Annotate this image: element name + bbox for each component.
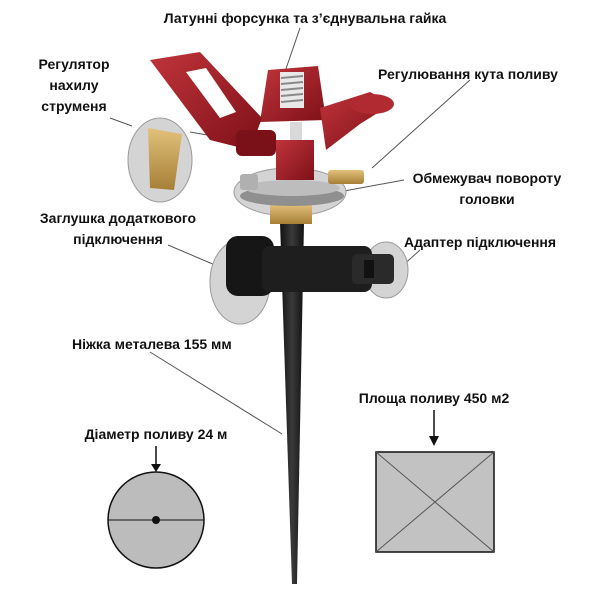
- diameter-center: [152, 516, 160, 524]
- label-angle: Регулювання кута поливу: [378, 66, 558, 82]
- label-plug: Заглушка додаткового підключення: [34, 208, 202, 250]
- spike-leg: [280, 222, 304, 584]
- label-limiter-line-2: головки: [459, 191, 515, 207]
- label-plug-line-2: підключення: [73, 231, 163, 247]
- tilt-plate: [148, 128, 182, 190]
- label-area: Площа поливу 450 м2: [358, 390, 510, 406]
- area-diagonal-2: [375, 451, 495, 553]
- leader-tilt: [109, 117, 133, 127]
- label-diameter: Діаметр поливу 24 м: [84, 426, 228, 442]
- label-tilt-line-2: нахилу: [49, 77, 99, 93]
- leader-angle: [371, 79, 471, 169]
- label-limiter: Обмежувач повороту головки: [402, 168, 572, 210]
- sprinkler-head: [150, 52, 394, 180]
- diameter-arrowhead: [151, 464, 161, 472]
- label-plug-line-1: Заглушка додаткового: [39, 210, 197, 226]
- connector-body: [226, 236, 394, 296]
- label-tilt-line-1: Регулятор: [38, 56, 110, 72]
- label-limiter-line-1: Обмежувач повороту: [412, 170, 562, 186]
- leader-lines: [109, 27, 471, 435]
- leader-leg: [149, 351, 283, 435]
- label-tilt: Регулятор нахилу струменя: [28, 54, 120, 117]
- label-nozzle: Латунні форсунка та з’єднувальна гайка: [163, 10, 447, 26]
- label-tilt-line-3: струменя: [41, 98, 107, 114]
- area-arrowhead: [429, 436, 439, 446]
- label-leg: Ніжка металева 155 мм: [72, 336, 232, 352]
- label-adapter: Адаптер підключення: [404, 234, 557, 250]
- diameter-figure: [107, 446, 205, 569]
- swivel-base: [240, 170, 364, 224]
- area-figure: [375, 410, 495, 553]
